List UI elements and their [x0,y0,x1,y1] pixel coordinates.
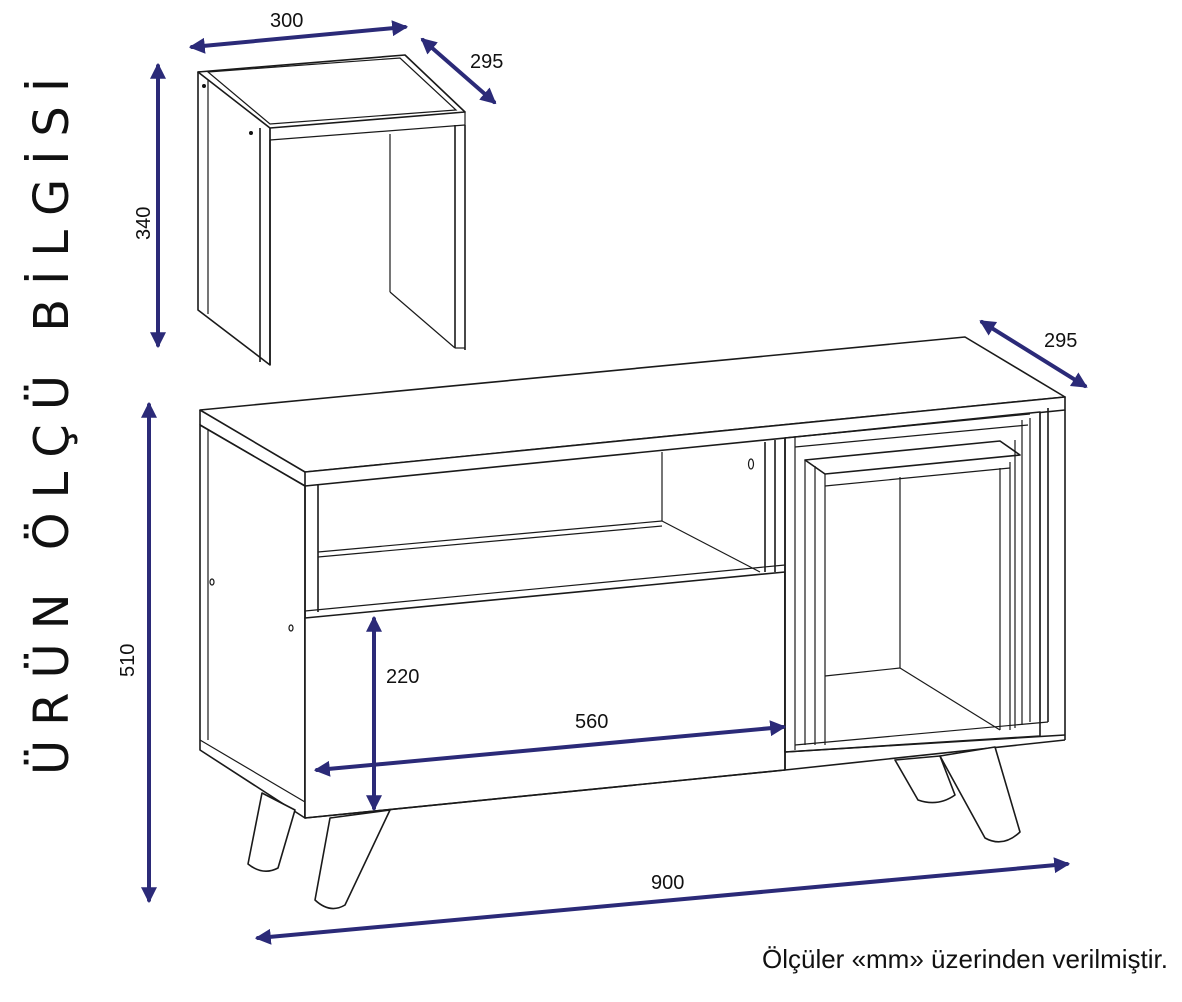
arrow-tv-width [254,857,1071,945]
side-table-depth-label: 295 [470,51,503,73]
dimension-arrows [141,20,1088,945]
side-table-height-label: 340 [133,207,155,240]
side-table-drawing [197,54,466,366]
arrow-side-depth [420,37,497,105]
page-title: ÜRÜN ÖLÇÜ BİLGİSİ [24,64,80,775]
arrow-drawer-width [313,720,787,777]
tv-unit-width-label: 900 [651,872,684,894]
units-note: Ölçüler «mm» üzerinden verilmiştir. [761,944,1168,974]
drawer-width-label: 560 [575,711,608,733]
side-table-width-label: 300 [270,10,303,32]
tv-unit-height-label: 510 [117,644,139,677]
tv-unit-drawing [199,336,1066,910]
drawer-height-label: 220 [386,666,419,688]
arrow-tv-depth [979,320,1088,388]
arrow-side-width [188,20,409,54]
tv-unit-depth-label: 295 [1044,330,1077,352]
